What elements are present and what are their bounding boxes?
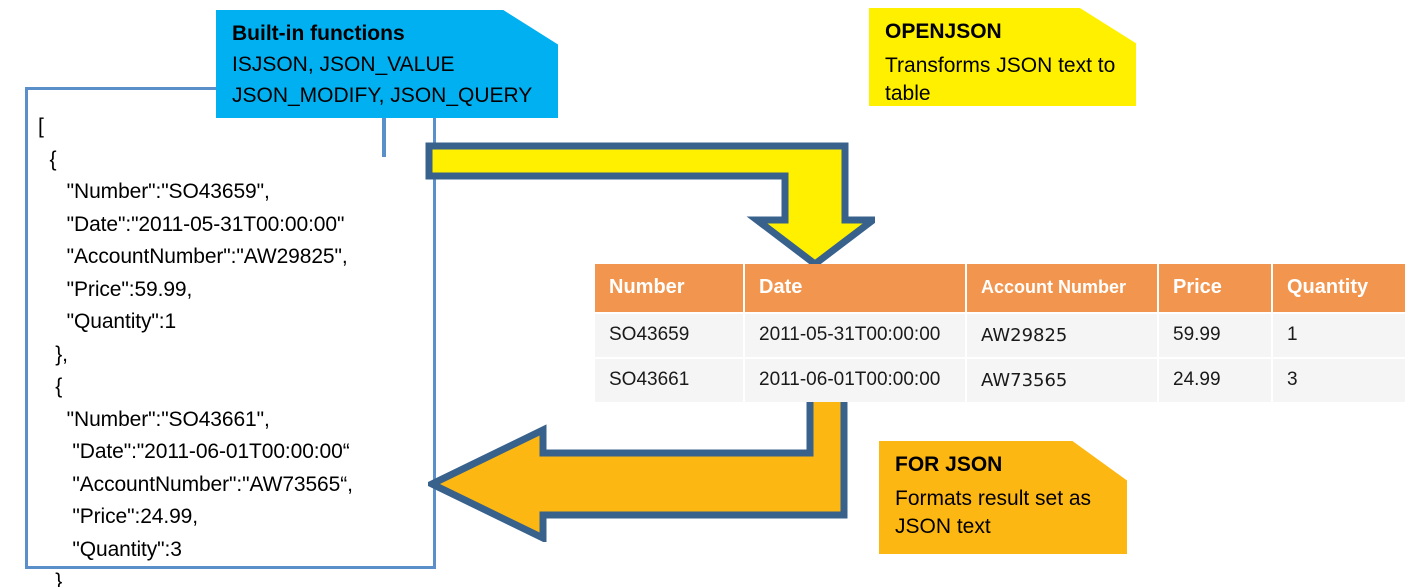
cell-quantity: 1 xyxy=(1273,314,1405,357)
table-row: SO43661 2011-06-01T00:00:00 AW73565 24.9… xyxy=(595,359,1405,402)
callout-for-json-title: FOR JSON xyxy=(895,453,1003,476)
json-document-text: [ { "Number":"SO43659", "Date":"2011-05-… xyxy=(38,115,353,587)
result-table: Number Date Account Number Price Quantit… xyxy=(593,262,1407,404)
table-header-number: Number xyxy=(595,264,743,312)
callout-built-in-functions-title: Built-in functions xyxy=(232,22,405,45)
cell-date: 2011-05-31T00:00:00 xyxy=(745,314,965,357)
cell-number: SO43659 xyxy=(595,314,743,357)
cell-number: SO43661 xyxy=(595,359,743,402)
callout-for-json: FOR JSON Formats result set as JSON text xyxy=(879,441,1127,554)
table-header-row: Number Date Account Number Price Quantit… xyxy=(595,264,1405,312)
table-header-quantity: Quantity xyxy=(1273,264,1405,312)
forjson-arrow xyxy=(428,392,848,542)
forjson-arrow-shape xyxy=(428,392,848,542)
openjson-arrow-shape xyxy=(425,142,875,267)
table-header-account-number: Account Number xyxy=(967,264,1157,312)
cell-account-number: AW73565 xyxy=(967,359,1157,402)
cell-date: 2011-06-01T00:00:00 xyxy=(745,359,965,402)
callout-built-in-functions: Built-in functions ISJSON, JSON_VALUE JS… xyxy=(216,10,558,118)
table-row: SO43659 2011-05-31T00:00:00 AW29825 59.9… xyxy=(595,314,1405,357)
callout-openjson-title: OPENJSON xyxy=(885,20,1002,43)
json-document-box xyxy=(25,87,436,569)
callout-openjson: OPENJSON Transforms JSON text to table xyxy=(869,8,1136,106)
cell-quantity: 3 xyxy=(1273,359,1405,402)
cell-price: 59.99 xyxy=(1159,314,1271,357)
callout-built-in-functions-body: ISJSON, JSON_VALUE JSON_MODIFY, JSON_QUE… xyxy=(232,53,533,107)
callout-openjson-body: Transforms JSON text to table xyxy=(885,54,1116,105)
builtin-callout-connector xyxy=(382,112,386,157)
openjson-arrow xyxy=(425,142,875,267)
table-header-price: Price xyxy=(1159,264,1271,312)
callout-for-json-body: Formats result set as JSON text xyxy=(895,487,1092,538)
cell-account-number: AW29825 xyxy=(967,314,1157,357)
table-header-date: Date xyxy=(745,264,965,312)
cell-price: 24.99 xyxy=(1159,359,1271,402)
